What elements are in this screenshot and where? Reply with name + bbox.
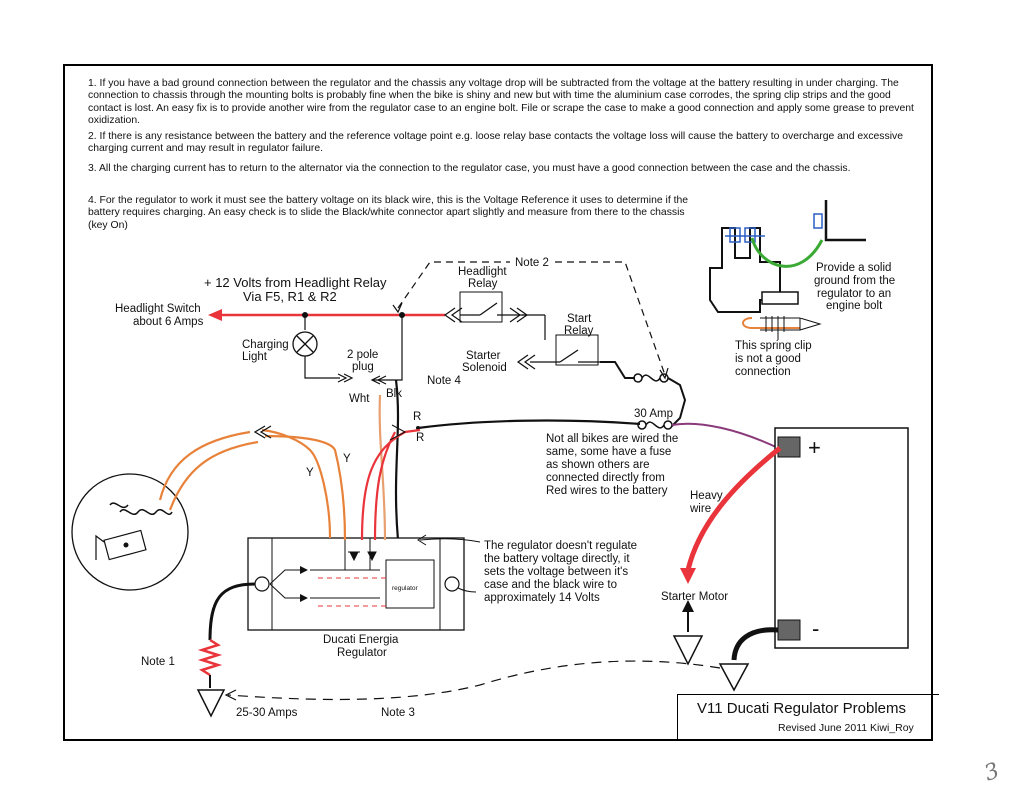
regulator-name-1: Ducati Energia [323, 634, 399, 646]
starter-motor [672, 600, 704, 666]
wht-label: Wht [349, 393, 370, 405]
regulator-wires [253, 394, 421, 541]
reg-note-4: case and the black wire to [484, 579, 617, 591]
regulator-pointer [417, 534, 481, 593]
diagram-frame [63, 64, 933, 741]
supply-label-1: + 12 Volts from Headlight Relay [204, 275, 387, 290]
ground-note-2: ground from the [814, 275, 895, 287]
regulator-ground [196, 582, 256, 718]
charging-light-label-1: Charging [242, 339, 289, 351]
battery-minus: - [812, 616, 819, 641]
ground-note-1: Provide a solid [816, 262, 891, 274]
regulator-body [247, 537, 465, 631]
fuse-note-5: Red wires to the battery [546, 485, 668, 497]
start-relay-label-2: Relay [564, 325, 594, 337]
battery-ground [718, 627, 779, 692]
title-box [677, 694, 939, 740]
black-main-wire [416, 419, 641, 430]
starter-solenoid-label-2: Solenoid [462, 362, 507, 374]
regulator-name-2: Regulator [337, 647, 387, 659]
note-3-text: 3. All the charging current has to retur… [88, 163, 851, 174]
amp30-label: 30 Amp [634, 408, 673, 420]
r-label-upper: R [413, 411, 421, 423]
ground-note-3: regulator to an [817, 288, 891, 300]
blk-label: Blk [386, 388, 402, 400]
two-pole-label-2: plug [352, 361, 374, 373]
two-pole-label-1: 2 pole [347, 349, 378, 361]
r-label-lower: R [416, 432, 424, 444]
diagram-title: V11 Ducati Regulator Problems [697, 700, 906, 717]
heavy-wire-label-1: Heavy [690, 490, 723, 502]
clip-note-1: This spring clip [735, 340, 812, 352]
reg-note-5: approximately 14 Volts [484, 592, 600, 604]
alternator [71, 430, 259, 591]
note-1-text: 1. If you have a bad ground connection b… [88, 78, 914, 127]
supply-label-2: Via F5, R1 & R2 [243, 289, 337, 304]
note2-label: Note 2 [515, 257, 549, 269]
charging-light-label-2: Light [242, 351, 268, 363]
starter-motor-label: Starter Motor [661, 591, 728, 603]
heavy-wire-label-2: wire [689, 503, 711, 515]
heavy-wire [680, 446, 782, 584]
ground-detail [709, 200, 866, 340]
fuse-note-3: as shown others are [546, 459, 650, 471]
reg-note-1: The regulator doesn't regulate [484, 540, 637, 552]
headlight-switch-label-2: about 6 Amps [133, 316, 204, 328]
note3-dashed [224, 660, 721, 701]
headlight-relay [443, 291, 529, 323]
fuse-upper [633, 373, 687, 427]
reg-note-2: the battery voltage directly, it [484, 553, 630, 565]
start-relay-label-1: Start [567, 313, 592, 325]
note3-label: Note 3 [381, 707, 415, 719]
start-relay [516, 314, 635, 379]
battery [774, 427, 909, 649]
blk-reference-wire [370, 315, 403, 541]
fuse-note-4: connected directly from [546, 472, 665, 484]
clip-note-2: is not a good [735, 353, 801, 365]
amps-25-30-label: 25-30 Amps [236, 707, 298, 719]
note-4-text: 4. For the regulator to work it must see… [88, 195, 689, 231]
headlight-relay-label-1: Headlight [458, 266, 507, 278]
supply-line [208, 309, 445, 321]
fuse-30amp [637, 420, 779, 449]
reg-note-3: sets the voltage between it's [484, 566, 628, 578]
headlight-relay-label-2: Relay [468, 278, 498, 290]
note2-dashed [392, 261, 669, 380]
note1-label: Note 1 [141, 656, 175, 668]
charging-light [292, 315, 354, 383]
note-2-text: 2. If there is any resistance between th… [88, 131, 903, 155]
ground-note-4: engine bolt [826, 300, 883, 312]
fuse-note-2: same, some have a fuse [546, 446, 671, 458]
clip-note-3: connection [735, 366, 791, 378]
starter-solenoid-label-1: Starter [466, 350, 501, 362]
note4-label: Note 4 [427, 375, 461, 387]
y-label-right: Y [343, 453, 351, 465]
battery-plus: + [808, 435, 821, 460]
fuse-note-1: Not all bikes are wired the [546, 433, 678, 445]
headlight-switch-label-1: Headlight Switch [115, 303, 201, 315]
revision-note: Revised June 2011 Kiwi_Roy [778, 722, 914, 734]
y-label-left: Y [306, 467, 314, 479]
diagram-labels: + 12 Volts from Headlight Relay Via F5, … [115, 257, 895, 719]
regulator-chip-label: regulator [392, 585, 418, 592]
